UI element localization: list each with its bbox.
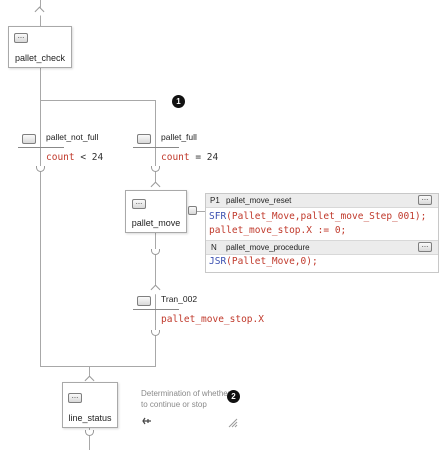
code-args: (Pallet_Move,0);: [226, 256, 318, 267]
collapse-actions-button[interactable]: [188, 206, 197, 215]
transition-condition-tran-002[interactable]: pallet_move_stop.X: [161, 314, 264, 325]
callout-badge-1: 1: [172, 95, 185, 108]
connector-tick: [151, 330, 160, 336]
wire-action-link: [192, 211, 206, 212]
code-args: (Pallet_Move,pallet_move_Step_001);: [226, 211, 427, 222]
action-qualifier: N: [211, 243, 217, 252]
comment-line-1: Determination of whether: [141, 389, 231, 398]
branch-convergence-bar: [40, 366, 156, 367]
transition-bar-pallet-not-full: [18, 147, 64, 148]
step-pallet-move[interactable]: ... pallet_move: [125, 190, 187, 233]
condition-variable: count: [161, 152, 190, 163]
transition-options-button[interactable]: [137, 296, 151, 306]
transition-name-pallet-full: pallet_full: [161, 132, 197, 142]
wire-pallet-move-down: [155, 231, 156, 366]
step-pallet-check[interactable]: ... pallet_check: [8, 26, 72, 68]
connector-arrow: [150, 284, 161, 295]
wire-bottom: [89, 426, 90, 450]
comment-link-icon[interactable]: [142, 417, 152, 425]
branch-divergence-bar: [40, 100, 156, 101]
action-name: pallet_move_procedure: [226, 243, 310, 252]
callout-badge-2: 2: [227, 390, 240, 403]
transition-options-button[interactable]: [137, 134, 151, 144]
wire-left-branch: [40, 100, 41, 366]
transition-name-tran-002: Tran_002: [161, 294, 198, 304]
transition-condition-pallet-full[interactable]: count = 24: [161, 152, 218, 163]
step-options-button[interactable]: ...: [68, 393, 82, 403]
transition-name-pallet-not-full: pallet_not_full: [46, 132, 99, 142]
action-code-line[interactable]: SFR(Pallet_Move,pallet_move_Step_001);: [209, 211, 426, 222]
step-options-button[interactable]: ...: [132, 199, 146, 209]
comment-line-2: to continue or stop: [141, 400, 207, 409]
transition-condition-pallet-not-full[interactable]: count < 24: [46, 152, 103, 163]
resize-grip-icon[interactable]: [228, 418, 238, 428]
action-panel: P1 pallet_move_reset ... SFR(Pallet_Move…: [205, 193, 439, 273]
action-header-pallet-move-reset[interactable]: P1 pallet_move_reset ...: [206, 194, 438, 208]
connector-arrow: [34, 6, 45, 17]
step-line-status[interactable]: ... line_status: [62, 382, 118, 428]
action-options-button[interactable]: ...: [418, 195, 432, 205]
action-name: pallet_move_reset: [226, 196, 292, 205]
step-label: line_status: [68, 413, 112, 423]
connector-tick: [36, 166, 45, 172]
action-options-button[interactable]: ...: [418, 242, 432, 252]
connector-tick: [151, 166, 160, 172]
wire-pallet-check-down: [40, 66, 41, 100]
transition-bar-pallet-full: [133, 147, 179, 148]
transition-options-button[interactable]: [22, 134, 36, 144]
step-label: pallet_move: [131, 218, 181, 228]
step-label: pallet_check: [14, 53, 66, 63]
condition-variable: count: [46, 152, 75, 163]
action-qualifier: P1: [210, 196, 220, 205]
connector-tick: [151, 249, 160, 255]
action-header-pallet-move-procedure[interactable]: N pallet_move_procedure ...: [206, 240, 438, 255]
condition-expression: = 24: [189, 152, 219, 163]
condition-expression: < 24: [74, 152, 104, 163]
wire-to-line-status: [89, 366, 90, 382]
code-keyword: JSR: [209, 256, 227, 267]
connector-tick: [85, 430, 94, 436]
step-options-button[interactable]: ...: [14, 33, 28, 43]
wire-right-branch-top: [155, 100, 156, 190]
transition-bar-tran-002: [133, 309, 179, 310]
action-code-line[interactable]: pallet_move_stop.X := 0;: [209, 225, 347, 236]
action-code-line[interactable]: JSR(Pallet_Move,0);: [209, 256, 318, 267]
code-keyword: SFR: [209, 211, 227, 222]
